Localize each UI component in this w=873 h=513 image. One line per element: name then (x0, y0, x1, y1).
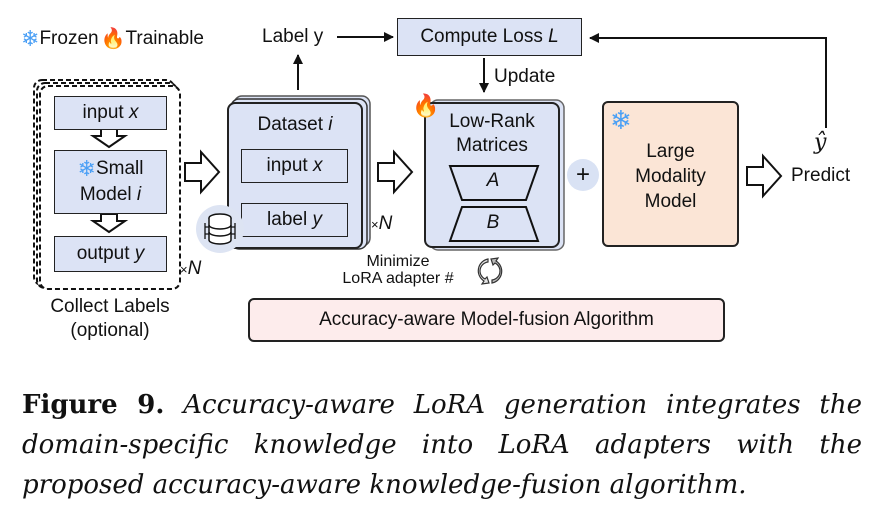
legend-trainable-label: Trainable (125, 28, 204, 49)
database-icon (196, 205, 244, 253)
lora-title-line-1: Low-Rank (449, 111, 535, 132)
collect-input-var: x (128, 102, 139, 123)
snowflake-icon: ❄ (21, 26, 40, 51)
dataset-label-label: label (267, 209, 308, 230)
update-label: Update (494, 66, 556, 87)
collect-output-box: output y (54, 236, 167, 272)
snowflake-icon: ❄ (77, 156, 96, 181)
compute-loss-box: Compute Loss L (397, 18, 582, 56)
large-model-line-3: Model (644, 191, 697, 212)
collect-output-var: y (134, 243, 145, 264)
matrix-a-shape (448, 165, 540, 201)
collect-input-label: input (82, 102, 124, 123)
legend-frozen-label: Frozen (39, 28, 99, 49)
collect-times-n: ×N (180, 258, 201, 280)
dataset-title-label: Dataset (257, 114, 323, 135)
accuracy-aware-algorithm-box: Accuracy-aware Model-fusion Algorithm (248, 298, 725, 342)
dataset-input-label: input (266, 155, 308, 176)
matrix-shapes (448, 165, 540, 242)
large-model-line-2: Modality (635, 166, 706, 187)
small-model-label-1: Small (95, 158, 144, 179)
times-symbol: × (180, 262, 188, 277)
matrix-b-label: B (486, 212, 500, 233)
small-model-var: i (136, 184, 142, 205)
hollow-arrow-right-1 (184, 149, 221, 195)
dataset-input-var: x (312, 155, 323, 176)
dataset-title-var: i (328, 114, 333, 135)
matrix-a-label: A (486, 170, 500, 191)
y-hat-label: ŷ (814, 130, 827, 155)
hollow-arrow-right-3 (746, 153, 783, 199)
hollow-arrow-down-2 (89, 213, 129, 234)
flame-icon: 🔥 (100, 28, 126, 50)
minimize-line-1: Minimize (366, 253, 430, 270)
snowflake-icon: ❄ (610, 105, 632, 135)
flame-icon: 🔥 (412, 93, 440, 118)
dataset-box: Dataset i input x label y (227, 102, 363, 249)
figure-caption: Figure 9. Accuracy-aware LoRA generation… (22, 385, 862, 505)
predict-label: Predict (791, 165, 851, 186)
times-var: N (187, 258, 202, 279)
hollow-arrow-right-2 (377, 149, 414, 195)
collect-caption-line-1: Collect Labels (50, 296, 170, 317)
loss-variable: L (548, 26, 559, 47)
dataset-label-var: y (312, 209, 322, 230)
compute-loss-label: Compute Loss (420, 26, 543, 47)
dataset-label-box: label y (241, 203, 348, 237)
collect-output-label: output (76, 243, 130, 264)
low-rank-matrices-box: Low-Rank Matrices A B (424, 102, 560, 248)
hollow-arrow-down-1 (89, 128, 129, 149)
legend: ❄ Frozen 🔥 Trainable (21, 28, 204, 50)
times-symbol: × (371, 217, 379, 232)
figure-number: Figure 9. (22, 390, 165, 420)
dataset-title: Dataset i (229, 114, 361, 136)
collect-input-box: input x (54, 96, 167, 130)
collect-labels-caption: Collect Labels (optional) (40, 295, 180, 343)
times-var: N (378, 213, 393, 234)
lora-title-line-2: Matrices (456, 135, 528, 156)
minimize-line-2: LoRA adapter # (342, 270, 454, 287)
algorithm-label: Accuracy-aware Model-fusion Algorithm (319, 309, 654, 330)
small-model-box: ❄Small Model i (54, 150, 167, 214)
matrix-b-shape (448, 206, 540, 242)
collect-caption-line-2: (optional) (70, 320, 150, 341)
minimize-lora-text: Minimize LoRA adapter # (318, 253, 478, 287)
large-model-line-1: Large (646, 141, 695, 162)
small-model-label-2: Model (79, 184, 132, 205)
large-modality-model-box: ❄ Large Modality Model (602, 101, 739, 247)
plus-circle: + (567, 159, 599, 191)
dataset-times-n: ×N (371, 213, 392, 235)
label-y-text: Label y (262, 26, 324, 47)
arrow-feedback (589, 33, 827, 128)
caption-text: Accuracy-aware LoRA generation integrate… (22, 390, 862, 500)
refresh-cycle-icon (474, 255, 506, 292)
dataset-input-box: input x (241, 149, 348, 183)
